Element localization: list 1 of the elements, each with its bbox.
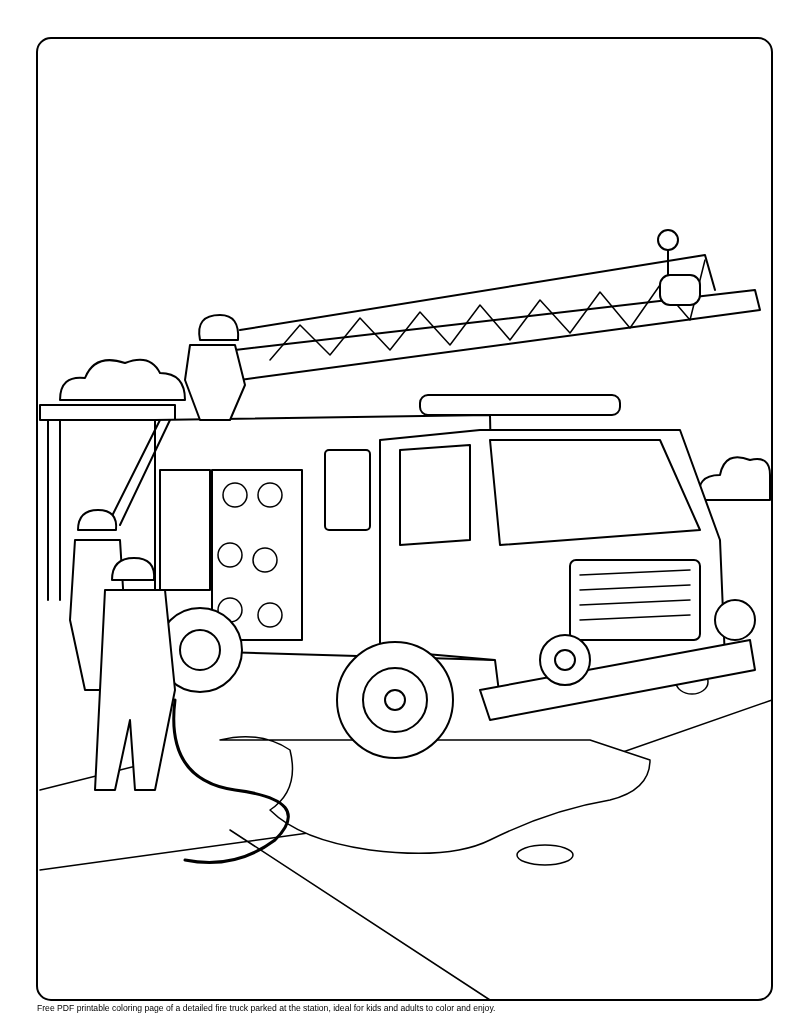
caption: Free PDF printable coloring page of a detailed fire truck parked at the station, ideal for kids and adults to color and enjoy. xyxy=(37,1003,496,1013)
